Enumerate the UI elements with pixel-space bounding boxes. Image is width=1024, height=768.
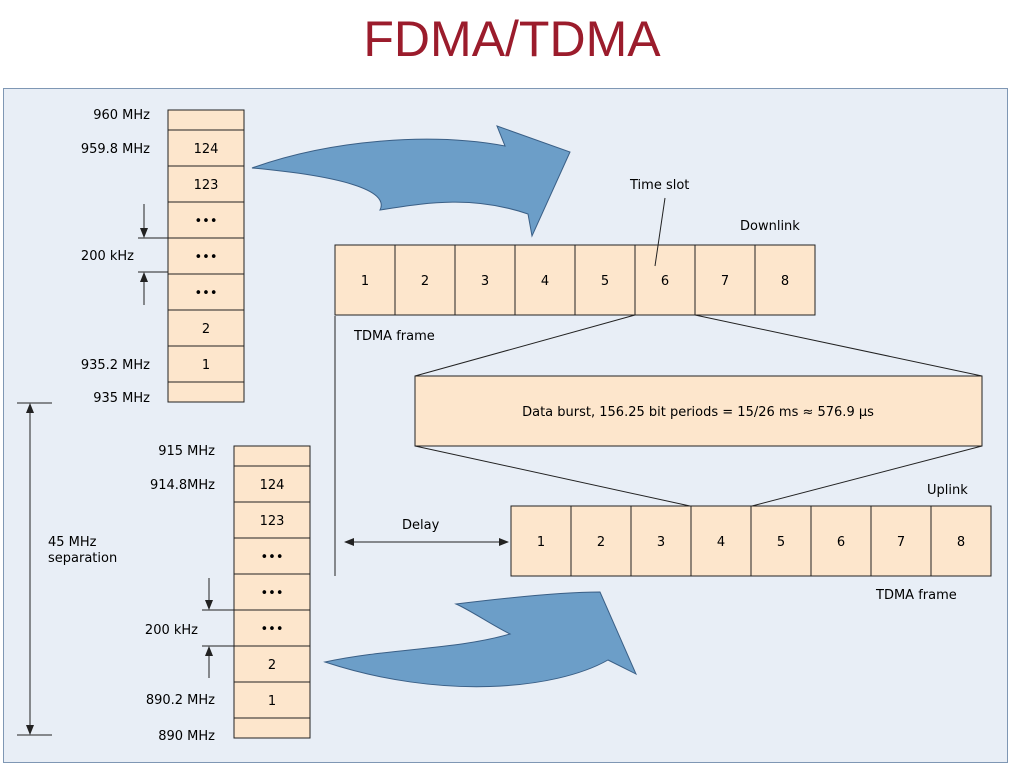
time-slot-cell xyxy=(870,505,932,577)
time-slot-pointer xyxy=(654,197,666,267)
time-slot-cell xyxy=(690,505,752,577)
channel-number: ••• xyxy=(260,550,283,565)
channel-number: 124 xyxy=(260,478,285,493)
separation-label-line1: 45 MHz xyxy=(48,535,97,550)
uplink-label: Uplink xyxy=(927,483,968,498)
downlink-spacing-label: 200 kHz xyxy=(81,249,134,264)
channel-cell xyxy=(167,129,245,167)
burst-expand-line xyxy=(694,314,983,377)
uplink-spacing-label: 200 kHz xyxy=(145,623,198,638)
channel-cell xyxy=(233,645,311,683)
time-slot-number: 6 xyxy=(837,535,845,550)
time-slot-number: 4 xyxy=(541,274,549,289)
downlink-band: 124 123 ••• ••• ••• 2 1 960 MHz 959.8 MHz 200 … xyxy=(81,108,245,406)
time-slot-cell xyxy=(694,244,756,316)
uplink-mapping-arrow xyxy=(323,591,638,688)
time-slot-number: 7 xyxy=(721,274,729,289)
data-burst: Data burst, 156.25 bit periods = 15/26 m… xyxy=(414,314,983,507)
time-slot-number: 2 xyxy=(597,535,605,550)
time-slot-number: 2 xyxy=(421,274,429,289)
downlink-frame-label: TDMA frame xyxy=(353,329,435,344)
time-slot-cell xyxy=(394,244,456,316)
time-slot-cell xyxy=(514,244,576,316)
time-slot-number: 1 xyxy=(361,274,369,289)
time-slot-number: 7 xyxy=(897,535,905,550)
separation-indicator: 45 MHz separation xyxy=(17,402,117,736)
time-slot-number: 1 xyxy=(537,535,545,550)
channel-number: 2 xyxy=(202,322,210,337)
delay-label: Delay xyxy=(402,518,440,533)
channel-number: 1 xyxy=(268,694,276,709)
time-slot-number: 8 xyxy=(781,274,789,289)
delay-indicator: Delay xyxy=(334,316,509,576)
channel-number: ••• xyxy=(260,622,283,637)
channel-number: ••• xyxy=(194,286,217,301)
channel-cell xyxy=(167,165,245,203)
channel-cell xyxy=(233,573,311,611)
downlink-tdma-frame: 1 2 3 4 5 6 7 8 Downlink TDMA frame Time slot xyxy=(334,178,816,344)
time-slot-number: 3 xyxy=(481,274,489,289)
downlink-first-freq: 959.8 MHz xyxy=(81,142,150,157)
channel-number: 1 xyxy=(202,358,210,373)
time-slot-cell xyxy=(510,505,572,577)
channel-number: 123 xyxy=(194,178,219,193)
channel-cell xyxy=(233,681,311,719)
time-slot-cell xyxy=(634,244,696,316)
data-burst-box xyxy=(414,375,983,447)
channel-number: 2 xyxy=(268,658,276,673)
uplink-first-freq: 914.8MHz xyxy=(150,478,215,493)
downlink-label: Downlink xyxy=(740,219,800,234)
channel-cell xyxy=(167,309,245,347)
uplink-top-freq: 915 MHz xyxy=(158,444,215,459)
band-edge-cell xyxy=(233,717,311,739)
downlink-bottom-freq: 935 MHz xyxy=(93,391,150,406)
uplink-bottom-freq: 890 MHz xyxy=(158,729,215,744)
time-slot-cell xyxy=(454,244,516,316)
time-slot-number: 8 xyxy=(957,535,965,550)
time-slot-cell xyxy=(754,244,816,316)
time-slot-number: 3 xyxy=(657,535,665,550)
burst-contract-line xyxy=(751,445,983,507)
downlink-last-freq: 935.2 MHz xyxy=(81,358,150,373)
uplink-frame-label: TDMA frame xyxy=(875,588,957,603)
downlink-mapping-arrow xyxy=(251,125,571,238)
time-slot-label: Time slot xyxy=(629,178,689,193)
band-edge-cell xyxy=(233,445,311,467)
channel-number: ••• xyxy=(260,586,283,601)
band-edge-cell xyxy=(167,109,245,131)
time-slot-number: 5 xyxy=(777,535,785,550)
channel-number: 124 xyxy=(194,142,219,157)
separation-label-line2: separation xyxy=(48,551,117,566)
band-edge-cell xyxy=(167,381,245,403)
channel-cell xyxy=(233,537,311,575)
channel-cell xyxy=(233,501,311,539)
time-slot-cell xyxy=(574,244,636,316)
time-slot-cell xyxy=(750,505,812,577)
time-slot-cell xyxy=(630,505,692,577)
data-burst-text: Data burst, 156.25 bit periods = 15/26 m… xyxy=(522,405,874,420)
time-slot-cell xyxy=(570,505,632,577)
channel-number: ••• xyxy=(194,250,217,265)
burst-contract-line xyxy=(414,445,691,507)
downlink-top-freq: 960 MHz xyxy=(93,108,150,123)
time-slot-number: 6 xyxy=(661,274,669,289)
uplink-band: 124 123 ••• ••• ••• 2 1 915 MHz 914.8MHz 200 k… xyxy=(145,444,311,744)
uplink-tdma-frame: 1 2 3 4 5 6 7 8 Uplink TDMA frame xyxy=(510,483,992,603)
burst-expand-line xyxy=(414,314,636,377)
time-slot-number: 5 xyxy=(601,274,609,289)
time-slot-cell xyxy=(930,505,992,577)
uplink-last-freq: 890.2 MHz xyxy=(146,693,215,708)
channel-cell xyxy=(233,609,311,647)
channel-cell xyxy=(167,345,245,383)
page-title: FDMA/TDMA xyxy=(363,11,661,67)
time-slot-number: 4 xyxy=(717,535,725,550)
channel-number: 123 xyxy=(260,514,285,529)
channel-number: ••• xyxy=(194,214,217,229)
